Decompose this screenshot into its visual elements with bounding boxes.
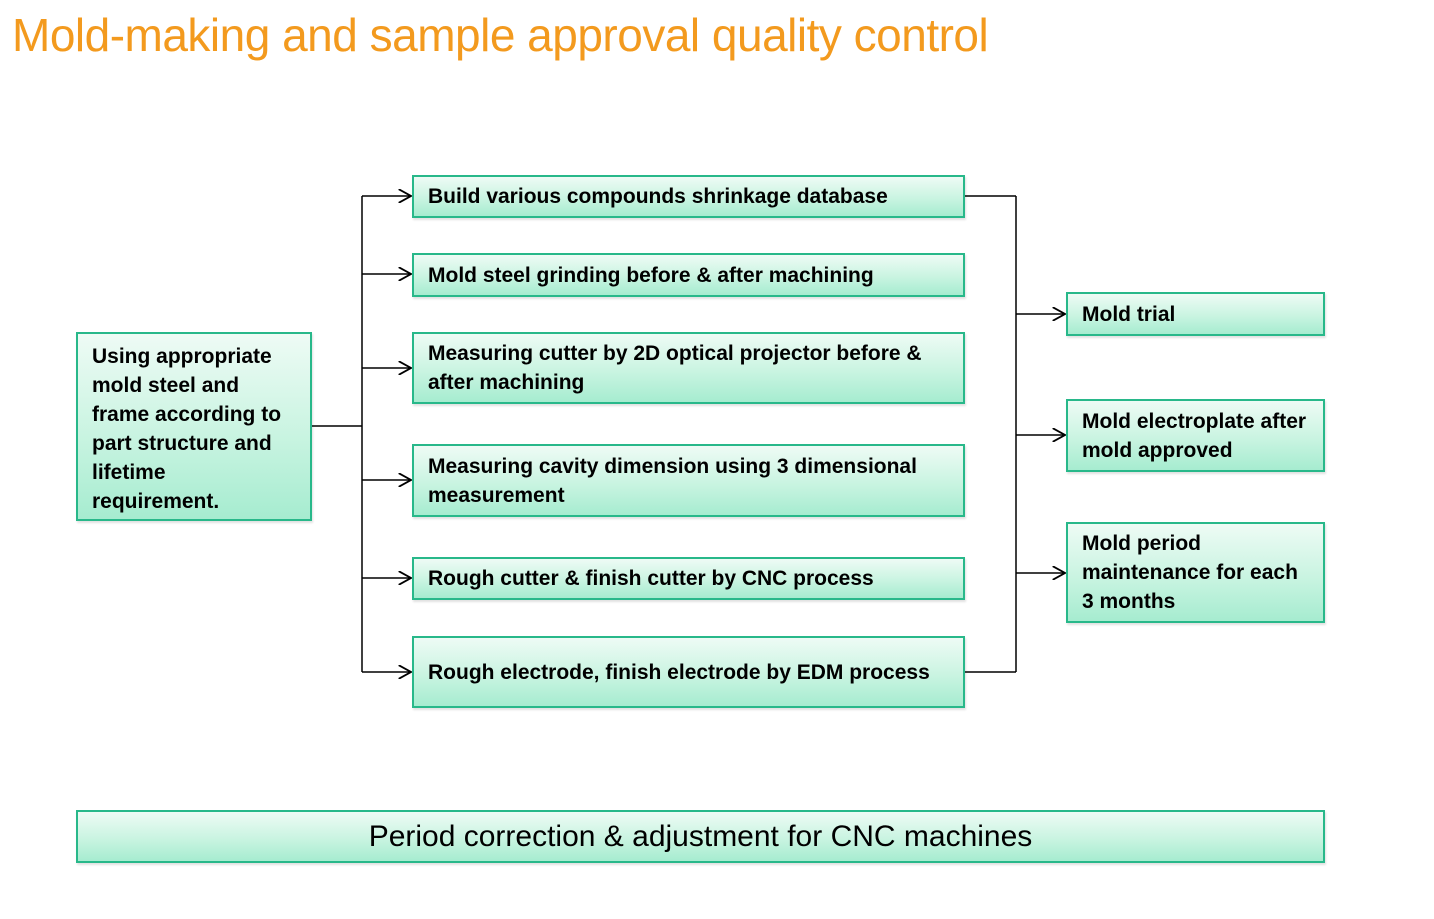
process-box-label: Build various compounds shrinkage databa… (428, 185, 888, 208)
process-box-cnc-process: Rough cutter & finish cutter by CNC proc… (412, 557, 965, 600)
footer-box: Period correction & adjustment for CNC m… (76, 810, 1325, 863)
process-box-label: Measuring cutter by 2D optical projector… (428, 342, 922, 394)
process-box-optical-projector: Measuring cutter by 2D optical projector… (412, 332, 965, 404)
footer-box-label: Period correction & adjustment for CNC m… (368, 820, 1033, 853)
page-title: Mold-making and sample approval quality … (12, 9, 989, 61)
output-box-maintenance: Mold period maintenance for each 3 month… (1066, 522, 1325, 623)
output-box-label: Mold trial (1082, 302, 1176, 326)
process-box-label: Rough cutter & finish cutter by CNC proc… (428, 567, 874, 590)
input-box-label: Using appropriate mold steel and frame a… (92, 345, 282, 513)
output-box-label: Mold period maintenance for each 3 month… (1082, 532, 1298, 613)
output-box-label: Mold electroplate after mold approved (1082, 409, 1307, 462)
process-box-label: Rough electrode, finish electrode by EDM… (428, 660, 930, 684)
process-box-shrinkage-database: Build various compounds shrinkage databa… (412, 175, 965, 218)
process-box-label: Measuring cavity dimension using 3 dimen… (428, 454, 917, 507)
process-box-edm-process: Rough electrode, finish electrode by EDM… (412, 636, 965, 708)
process-box-label: Mold steel grinding before & after machi… (428, 263, 874, 287)
input-box: Using appropriate mold steel and frame a… (76, 332, 312, 521)
process-box-steel-grinding: Mold steel grinding before & after machi… (412, 253, 965, 297)
output-box-electroplate: Mold electroplate after mold approved (1066, 399, 1325, 472)
output-box-mold-trial: Mold trial (1066, 292, 1325, 336)
process-box-cavity-measurement: Measuring cavity dimension using 3 dimen… (412, 444, 965, 517)
